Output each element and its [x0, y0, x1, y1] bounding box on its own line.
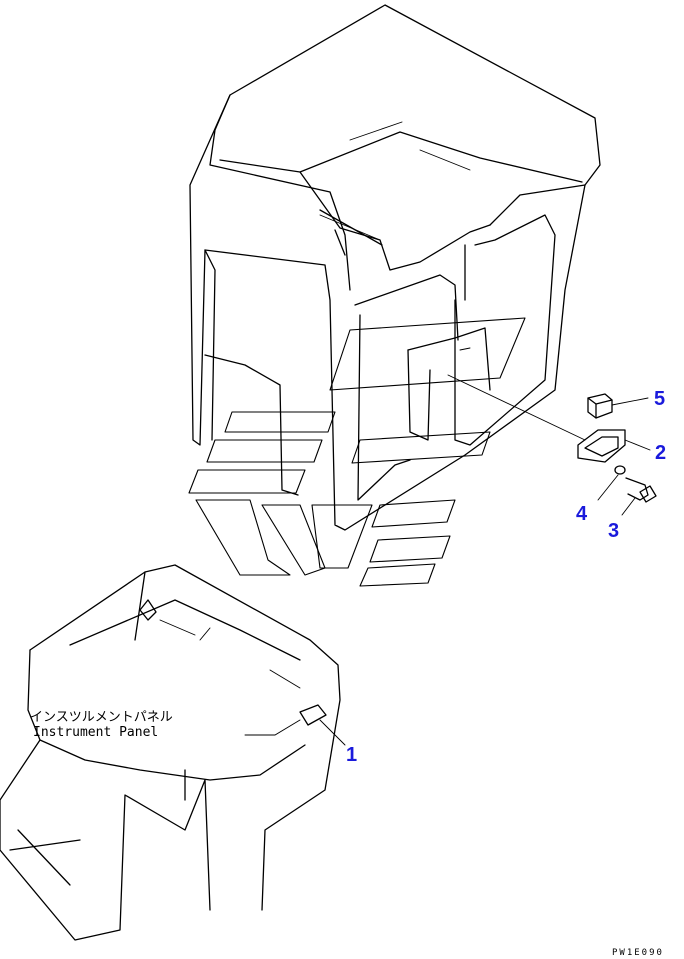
callouts: 1 2 3 4 5 [346, 388, 666, 766]
part-5-switch [587, 393, 649, 419]
callout-1: 1 [346, 744, 357, 766]
callout-2: 2 [655, 442, 666, 464]
callout-4: 4 [576, 503, 588, 525]
callout-5: 5 [654, 388, 665, 410]
panel-label-jp: インスツルメントパネル [30, 710, 173, 725]
part-3-bolt [621, 477, 657, 516]
callout-3: 3 [608, 520, 619, 542]
watermark-logo [188, 317, 526, 587]
part-4-washer [597, 465, 626, 501]
cab-body [189, 4, 601, 531]
instrument-panel [0, 564, 346, 941]
drawing-code: PW1E090 [612, 948, 664, 958]
part-2-bracket [577, 429, 651, 463]
panel-label-en: Instrument Panel [33, 725, 158, 740]
